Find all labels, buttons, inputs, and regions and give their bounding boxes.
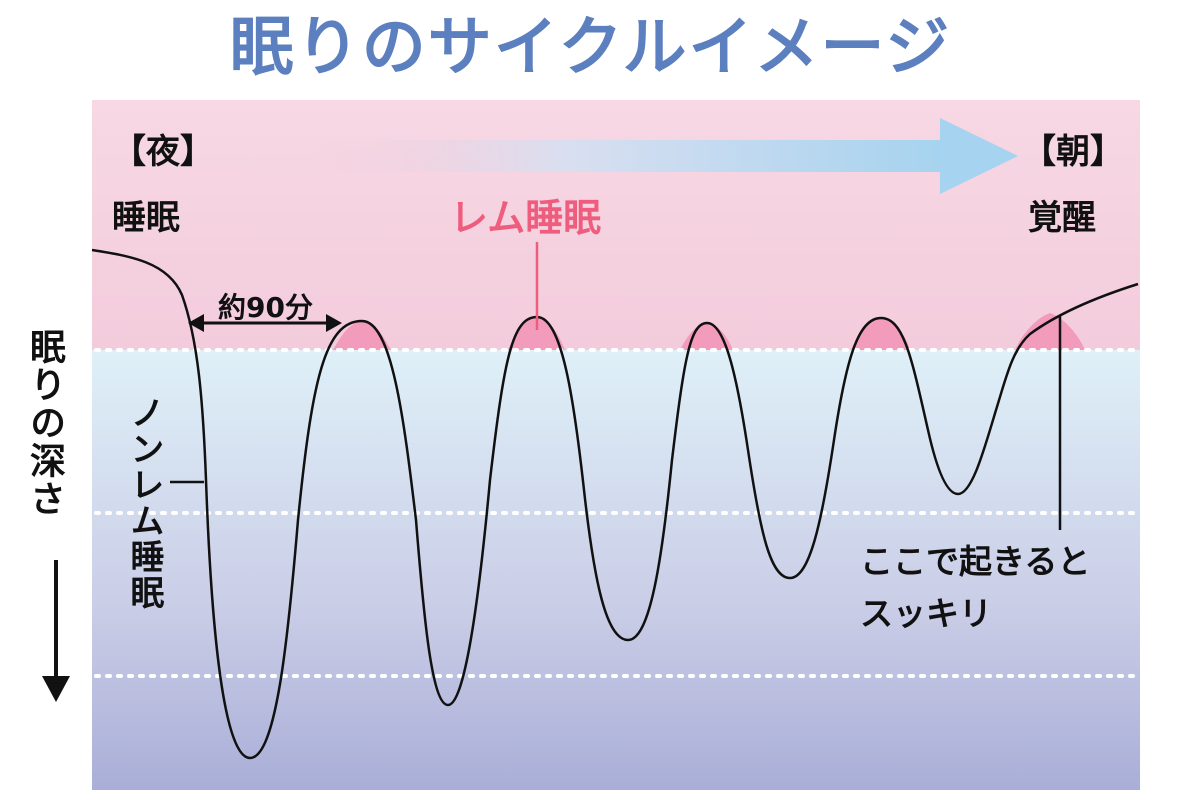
morning-wake-label: 覚醒 bbox=[1028, 198, 1096, 238]
down-arrow-icon bbox=[42, 560, 70, 702]
nonrem-sleep-label: ノンレム睡眠 bbox=[124, 395, 164, 611]
rem-highlights bbox=[333, 313, 1085, 350]
sleep-depth-axis-label: 眠りの深さ bbox=[24, 328, 65, 518]
deep-sleep-band bbox=[92, 350, 1140, 790]
morning-label: 【朝】 bbox=[1022, 132, 1124, 172]
rem-highlight bbox=[680, 323, 733, 350]
double-arrow-icon bbox=[188, 314, 342, 332]
night-label: 【夜】 bbox=[112, 132, 214, 172]
wake-note-line2: スッキリ bbox=[860, 594, 992, 633]
wake-note-line1: ここで起きると bbox=[860, 542, 1091, 581]
stage-separators bbox=[94, 348, 1140, 678]
right-arrow-icon bbox=[310, 118, 1018, 194]
sleep-cycle-curve bbox=[91, 248, 1139, 760]
wake-note: ここで起きると スッキリ bbox=[860, 536, 1090, 640]
rem-highlight bbox=[1015, 313, 1085, 350]
cycle-length-label: 約90分 bbox=[218, 291, 313, 324]
rem-sleep-label: レム睡眠 bbox=[450, 196, 602, 240]
night-sleep-label: 睡眠 bbox=[112, 198, 180, 238]
rem-highlight bbox=[333, 321, 391, 350]
page-title: 眠りのサイクルイメージ bbox=[229, 11, 952, 85]
